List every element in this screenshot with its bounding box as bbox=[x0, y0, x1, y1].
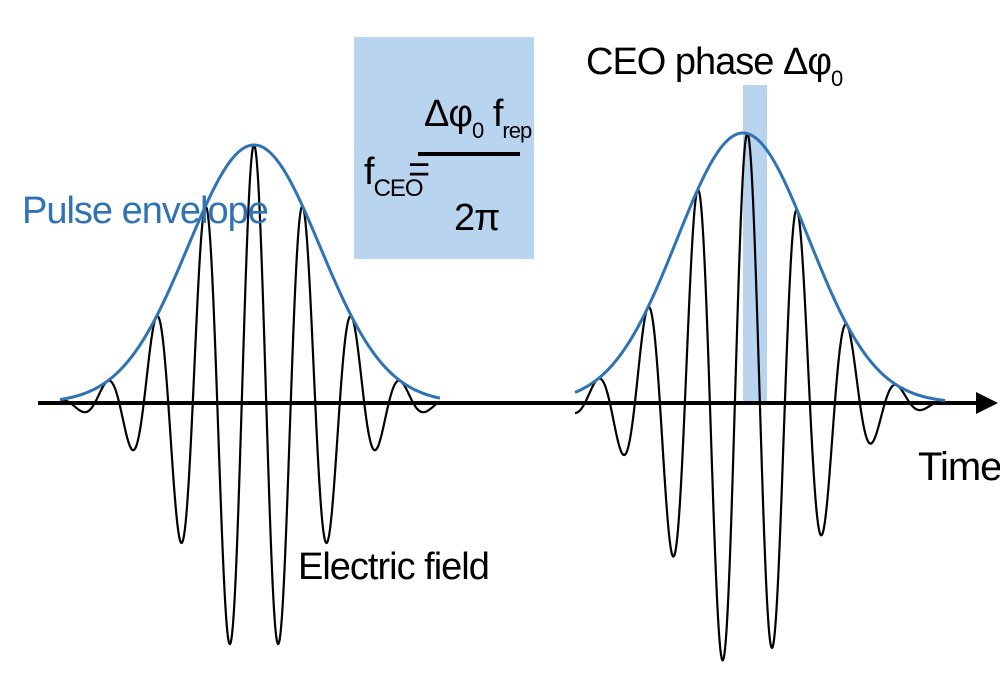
formula-f-rep: f bbox=[483, 93, 504, 135]
formula-delta-phi: Δφ bbox=[424, 93, 473, 135]
formula-equals: = bbox=[408, 149, 431, 191]
formula-numerator: Δφ0 frep bbox=[424, 93, 532, 142]
formula-denominator: 2π bbox=[454, 197, 500, 239]
formula-lhs: fCEO bbox=[364, 151, 424, 201]
time-axis-arrowhead bbox=[976, 392, 998, 414]
formula-ceo-subscript: CEO bbox=[373, 175, 424, 202]
formula-fraction-bar bbox=[418, 152, 520, 156]
ceo-phase-text: CEO phase Δφ bbox=[586, 41, 832, 83]
pulse-envelope-label: Pulse envelope bbox=[22, 190, 269, 232]
ceo-phase-subscript: 0 bbox=[831, 66, 843, 91]
ceo-phase-label: CEO phase Δφ0 bbox=[586, 41, 843, 90]
formula-phi-subscript: 0 bbox=[472, 118, 484, 143]
pulse-envelope-curve-2 bbox=[574, 131, 946, 402]
electric-field-label: Electric field bbox=[298, 546, 490, 588]
time-axis-label: Time bbox=[918, 445, 1000, 489]
ceo-frequency-formula-box: fCEO = Δφ0 frep 2π bbox=[354, 37, 534, 259]
formula-f: f bbox=[364, 151, 375, 193]
electric-field-pulse-1 bbox=[60, 143, 441, 646]
pulse-envelope-curve-1 bbox=[59, 143, 441, 402]
electric-field-pulse-2 bbox=[575, 132, 945, 662]
formula-rep-subscript: rep bbox=[502, 118, 532, 143]
